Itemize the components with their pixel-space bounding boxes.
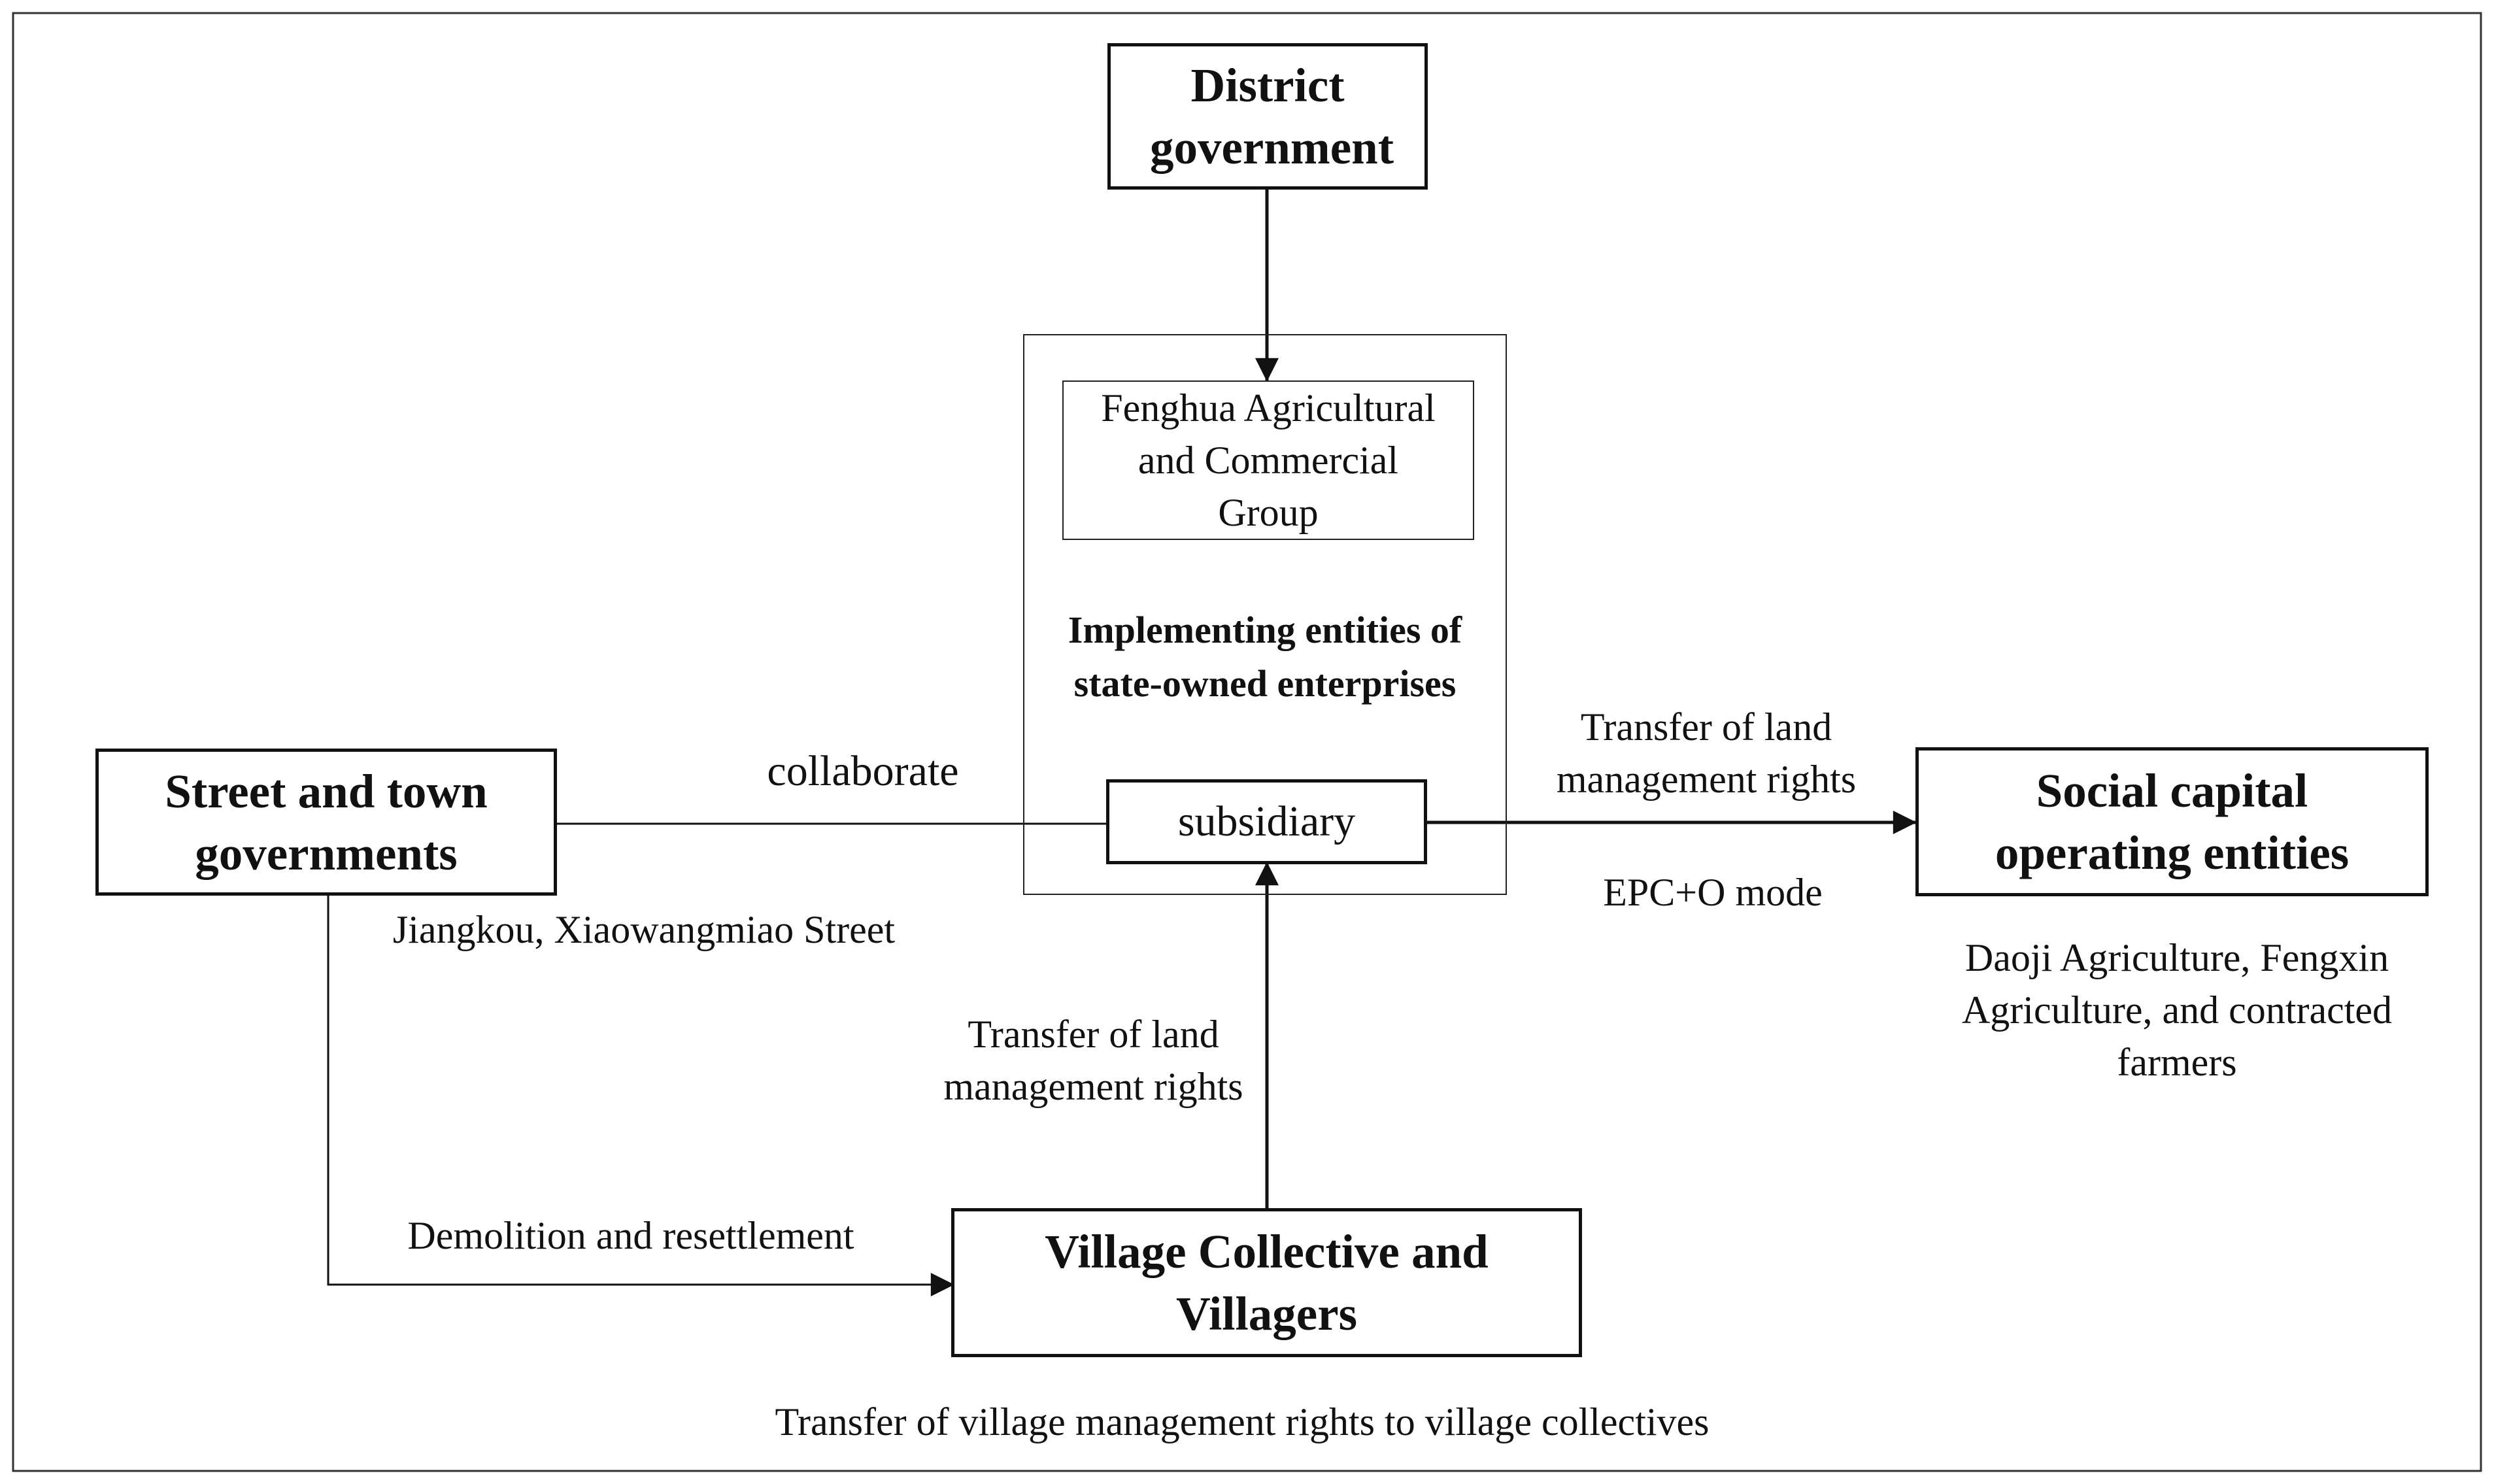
epc-o-mode-label: EPC+O mode [1603,871,1823,914]
arrow-street-to-village [327,896,954,1296]
soe-title: Implementing entities of state-owned ent… [1025,601,1505,713]
district-government-label: District government [1150,59,1394,174]
outer-frame [12,12,2482,1472]
fenghua-group-box: Fenghua Agricultural and Commercial Grou… [1062,380,1474,540]
street-town-box: Street and town governments [95,749,557,896]
soe-title-label: Implementing entities of state-owned ent… [1068,609,1462,705]
collaborate-label: collaborate [767,747,959,795]
bottom-note: Transfer of village management rights to… [775,1400,1710,1443]
daoji-agriculture-label: Daoji Agriculture, Fengxin Agriculture, … [1961,936,2393,1084]
village-collective-box: Village Collective and Villagers [951,1208,1582,1357]
soe-container [1023,334,1507,895]
district-government-box: District government [1107,43,1428,190]
fenghua-group-label: Fenghua Agricultural and Commercial Grou… [1101,386,1436,534]
social-capital-label: Social capital operating entities [1995,764,2350,879]
subsidiary-box: subsidiary [1106,779,1427,864]
social-capital-box: Social capital operating entities [1915,747,2429,896]
demolition-label: Demolition and resettlement [407,1214,854,1257]
village-collective-label: Village Collective and Villagers [1045,1225,1489,1340]
subsidiary-label: subsidiary [1177,798,1356,845]
street-town-label: Street and town governments [165,764,488,880]
jiangkou-label: Jiangkou, Xiaowangmiao Street [392,908,896,951]
transfer-to-social-label: Transfer of land management rights [1556,705,1857,801]
transfer-from-village-label: Transfer of land management rights [943,1013,1243,1108]
